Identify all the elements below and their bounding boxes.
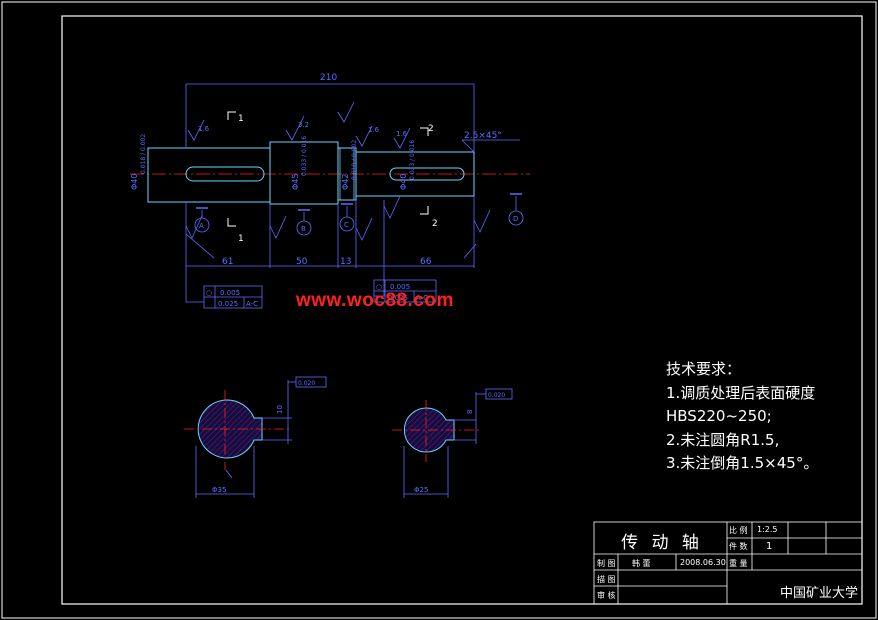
diameter-tol-2: 0.033 / 0.016 — [301, 136, 308, 176]
diameter-label-4: Φ40 — [399, 174, 408, 190]
chamfer-note: 2.5×45° — [464, 131, 502, 141]
roughness-value: 1.6 — [396, 130, 408, 138]
datum-b-label: B — [301, 225, 306, 233]
dim-overall-length: 210 — [320, 73, 337, 83]
roughness-value: 1.6 — [198, 125, 210, 133]
datum-b-symbol — [296, 209, 312, 236]
check-label: 审 核 — [597, 591, 616, 600]
section-label: 1 — [238, 114, 244, 124]
datum-c-label: C — [344, 221, 349, 229]
gtol-frame-left — [203, 285, 263, 309]
technical-requirements: 技术要求： 1.调质处理后表面硬度 HBS220~250; 2.未注圆角R1.5… — [666, 358, 818, 476]
scale-label: 比 例 — [729, 526, 748, 535]
shaft-main-view — [130, 83, 530, 309]
dim-bottom-2: 50 — [296, 257, 308, 267]
datum-c-symbol — [339, 203, 355, 232]
tech-req-line: 1.调质处理后表面硬度 — [666, 383, 816, 402]
drawn-date: 2008.06.30 — [680, 558, 726, 567]
diameter-tol-4: 0.033 / 0.016 — [409, 140, 416, 180]
weight-label: 重 量 — [729, 559, 748, 568]
gtol-frame-right — [373, 279, 437, 303]
diameter-label-2: Φ45 — [291, 174, 300, 190]
gtol-left-value1: 0.005 — [220, 289, 240, 297]
datum-a-label: A — [199, 222, 204, 230]
keyway-left — [185, 166, 265, 182]
diameter-tol-1: 0.018 / 0.002 — [140, 134, 147, 174]
section-right-dim-dia: Φ25 — [414, 486, 428, 494]
section-label: 2 — [432, 219, 438, 229]
diameter-label-1: Φ40 — [130, 174, 139, 190]
section-left-dim-key: 10 — [276, 405, 284, 414]
section-view-right — [392, 388, 513, 498]
gtol-right-value2: 0.025 — [388, 294, 408, 302]
title-block — [593, 521, 863, 605]
dim-bottom-4: 66 — [420, 257, 432, 267]
section-right-tol: 0.020 — [488, 392, 505, 399]
roughness-value: 3.2 — [298, 121, 309, 129]
gtol-left-datum: A-C — [246, 300, 258, 308]
drawn-label: 制 图 — [597, 559, 616, 568]
datum-a-symbol — [194, 207, 210, 233]
scale-value: 1:2.5 — [757, 525, 778, 534]
roughness-value: 1.6 — [368, 126, 380, 134]
datum-d-label: D — [513, 215, 518, 223]
watermark-text: www.woc88.com — [296, 290, 454, 311]
shaft-segment-4 — [355, 151, 475, 197]
gtol-left-symbol: ○ — [206, 289, 212, 297]
datum-d-symbol — [508, 193, 524, 226]
tech-req-line: 3.未注倒角1.5×45°。 — [666, 454, 819, 472]
qty-value: 1 — [766, 541, 773, 552]
school-name: 中国矿业大学 — [780, 586, 859, 601]
diameter-tol-3: 0.018 / 0.002 — [351, 140, 358, 180]
draw-label: 描 图 — [597, 575, 616, 584]
dim-bottom-1: 61 — [222, 257, 233, 267]
drawn-name: 韩 蕾 — [632, 559, 651, 568]
keyway-right — [389, 167, 465, 181]
section-left-tol: 0.020 — [298, 380, 315, 387]
gtol-right-value1: 0.005 — [390, 283, 410, 291]
dim-bottom-3: 13 — [340, 257, 351, 267]
tech-req-line: 2.未注圆角R1.5, — [666, 430, 780, 449]
part-name: 传 动 轴 — [621, 533, 703, 553]
section-label: 2 — [428, 124, 434, 134]
tech-req-line: HBS220~250; — [666, 407, 772, 425]
section-view-left — [184, 376, 327, 498]
section-label: 1 — [238, 234, 244, 244]
section-left-dim-dia: Φ35 — [212, 486, 226, 494]
shaft-segment-1 — [147, 147, 271, 203]
drawing-frame — [61, 15, 863, 605]
tech-req-heading: 技术要求： — [666, 360, 742, 378]
section-right-dim-key: 8 — [466, 410, 474, 414]
gtol-left-value2: 0.025 — [218, 300, 238, 308]
diameter-label-3: Φ42 — [341, 174, 350, 190]
gtol-right-datum: A-C — [416, 294, 428, 302]
qty-label: 件 数 — [729, 542, 748, 551]
gtol-right-symbol: ○ — [376, 283, 382, 291]
